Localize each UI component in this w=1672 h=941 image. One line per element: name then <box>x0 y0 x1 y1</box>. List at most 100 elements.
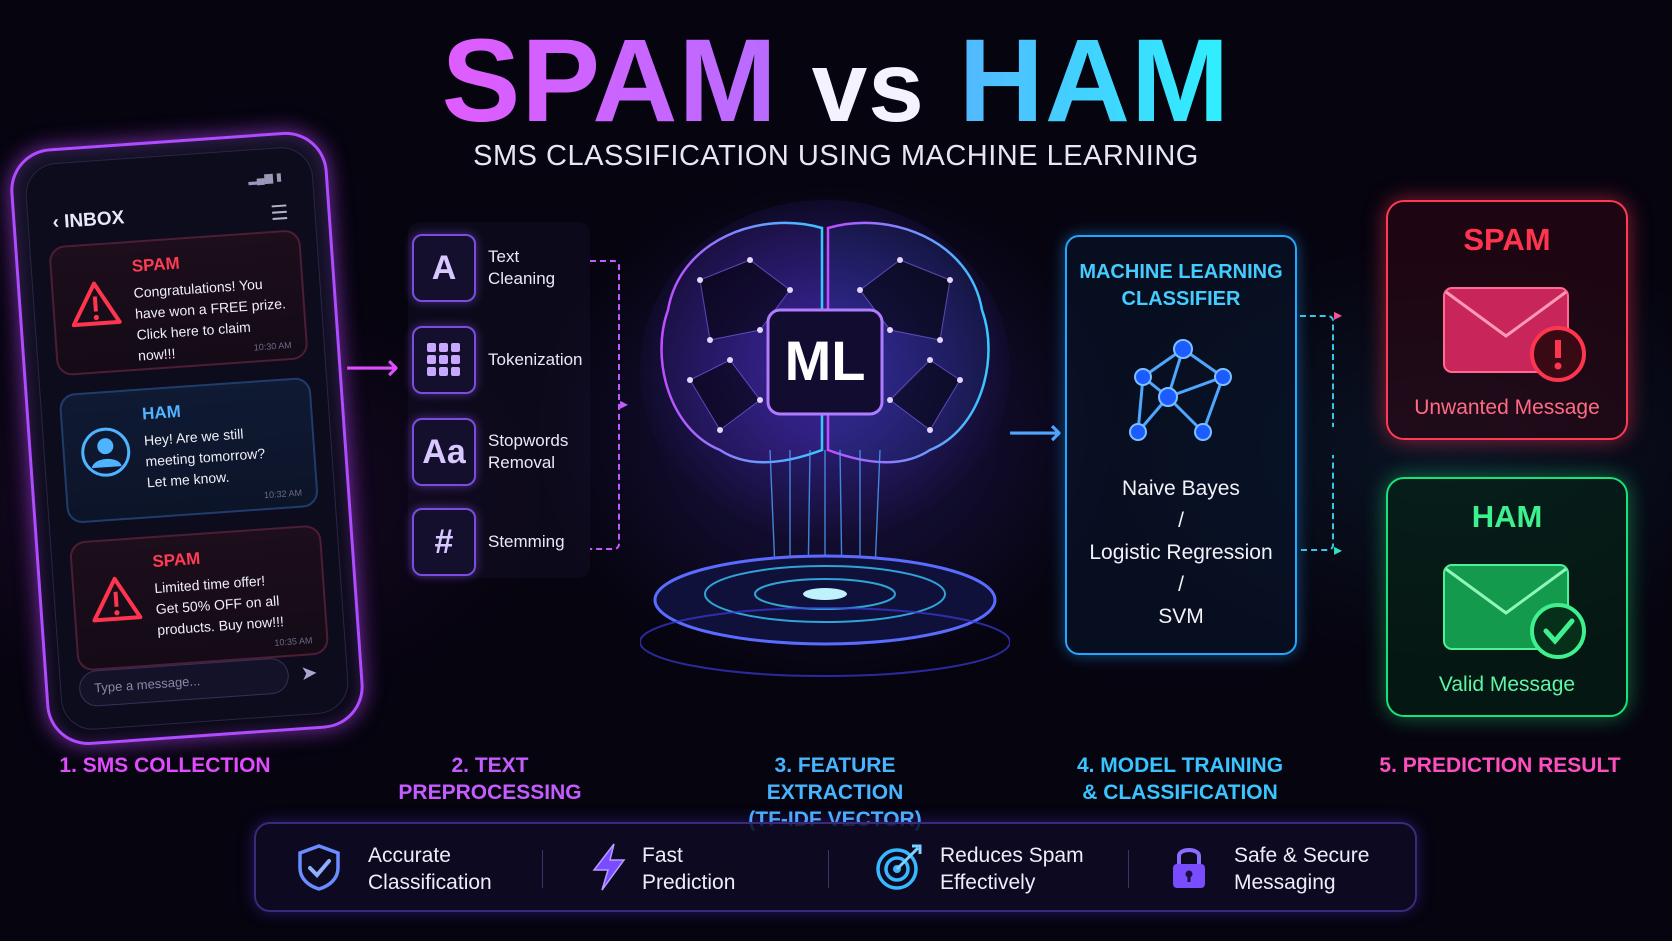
inbox-header[interactable]: ‹ INBOX <box>52 207 125 234</box>
phone-screen: ▂▄▆ ▮ ‹ INBOX ☰ SPAM Congratulations! Yo… <box>23 145 351 732</box>
step-4-label: 4. MODEL TRAINING & CLASSIFICATION <box>1060 752 1300 806</box>
step-3-label: 3. FEATURE EXTRACTION (TF-IDF VECTOR) <box>710 752 960 833</box>
benefit-label: Reduces Spam Effectively <box>940 842 1084 896</box>
ml-brain-illustration: ML <box>640 200 1010 677</box>
menu-icon[interactable]: ☰ <box>269 201 290 226</box>
divider <box>542 850 543 888</box>
warning-icon <box>71 281 122 328</box>
result-spam-card: SPAM Unwanted Message <box>1386 200 1628 440</box>
network-graph-icon <box>1129 339 1232 441</box>
classifier-panel: MACHINE LEARNING CLASSIFIER Naive Bayes … <box>1065 235 1297 655</box>
result-ham-label: Valid Message <box>1438 673 1576 696</box>
inbox-title: INBOX <box>63 207 125 233</box>
pre-step-stopwords: Aa Stopwords Removal <box>412 418 592 490</box>
algorithm-separator: / <box>1178 573 1184 596</box>
title-line: MACHINE LEARNING <box>1079 261 1283 283</box>
stopwords-icon: Aa <box>412 418 476 486</box>
message-text: Limited time offer! Get 50% OFF on all p… <box>154 567 312 641</box>
message-text: Congratulations! You have won a FREE pri… <box>133 272 292 367</box>
label-line: Classification <box>368 871 492 894</box>
message-spam-1[interactable]: SPAM Congratulations! You have won a FRE… <box>48 229 309 377</box>
label-line: Cleaning <box>488 269 556 288</box>
benefit-label: Fast Prediction <box>642 842 735 896</box>
ml-chip-label: ML <box>785 329 866 392</box>
benefit-accurate: Accurate Classification <box>256 824 546 910</box>
arrow-right-icon: ▸ <box>1334 307 1343 324</box>
result-spam-title: SPAM <box>1463 222 1551 257</box>
label-line: Messaging <box>1234 871 1336 894</box>
lock-icon <box>1173 848 1205 888</box>
arrow-right-icon: ▸ <box>620 396 629 413</box>
shield-check-icon <box>298 844 340 891</box>
pre-step-label: Tokenization <box>488 350 583 369</box>
phone-mockup: ▂▄▆ ▮ ‹ INBOX ☰ SPAM Congratulations! Yo… <box>7 129 367 748</box>
divider <box>828 850 829 888</box>
pre-step-text-cleaning: A Text Cleaning <box>412 234 592 306</box>
label-line: Effectively <box>940 871 1036 894</box>
benefits-bar: Accurate Classification Fast Prediction … <box>254 822 1417 912</box>
step-line: 3. FEATURE EXTRACTION <box>766 754 904 804</box>
label-line: Fast <box>642 844 683 867</box>
algorithm-separator: / <box>1178 509 1184 532</box>
text-cleaning-icon: A <box>412 234 476 302</box>
connector-bracket <box>590 260 620 550</box>
classifier-title: MACHINE LEARNING CLASSIFIER <box>1067 259 1295 313</box>
message-text: Hey! Are we still meeting tomorrow? Let … <box>143 420 301 494</box>
connector-to-ham <box>1300 455 1334 551</box>
message-time: 10:35 AM <box>274 635 313 648</box>
label-line: Removal <box>488 453 556 472</box>
envelope-warning-icon <box>1443 287 1586 382</box>
message-ham-1[interactable]: HAM Hey! Are we still meeting tomorrow? … <box>58 376 320 524</box>
result-ham-card: HAM Valid Message <box>1386 477 1628 717</box>
algorithm-naive-bayes: Naive Bayes <box>1122 477 1240 500</box>
result-ham-title: HAM <box>1471 499 1543 534</box>
label-line: Stopwords <box>488 431 569 450</box>
warning-icon <box>92 576 143 623</box>
label-line: Text <box>488 247 520 266</box>
step-2-label: 2. TEXT PREPROCESSING <box>398 754 582 804</box>
algorithm-logistic-regression: Logistic Regression <box>1089 541 1273 564</box>
user-avatar-icon <box>81 427 131 477</box>
subtitle: SMS CLASSIFICATION USING MACHINE LEARNIN… <box>473 140 1199 172</box>
arrow-right-icon: ▸ <box>1334 542 1343 559</box>
pre-step-label: Text Cleaning <box>488 234 555 302</box>
step-line: & CLASSIFICATION <box>1082 781 1278 804</box>
step-1-label: 1. SMS COLLECTION <box>59 754 271 777</box>
message-tag: SPAM <box>151 548 201 572</box>
label-line: Safe & Secure <box>1234 844 1370 867</box>
label-line: Accurate <box>368 844 451 867</box>
algorithm-svm: SVM <box>1158 605 1204 628</box>
benefit-reduces-spam: Reduces Spam Effectively <box>836 824 1126 910</box>
arrow-right-icon: ⟶ <box>345 347 400 389</box>
result-spam-label: Unwanted Message <box>1414 396 1600 419</box>
arrow-right-icon: ⟶ <box>1008 412 1063 454</box>
title-ham: HAM <box>958 15 1231 147</box>
tokenization-icon <box>412 326 476 394</box>
benefit-label: Safe & Secure Messaging <box>1234 842 1369 896</box>
status-bar-icons: ▂▄▆ ▮ <box>247 171 283 186</box>
message-tag: SPAM <box>131 253 181 276</box>
message-tag: HAM <box>141 401 182 424</box>
label-line: Reduces Spam <box>940 844 1084 867</box>
pre-step-label: Stemming <box>488 532 565 551</box>
divider <box>1128 850 1129 888</box>
step-5-label: 5. PREDICTION RESULT <box>1379 754 1621 777</box>
pre-step-stemming: # Stemming <box>412 508 592 580</box>
target-icon <box>876 844 922 890</box>
message-time: 10:32 AM <box>263 487 303 501</box>
stemming-icon: # <box>412 508 476 576</box>
pre-step-tokenization: Tokenization <box>412 326 592 398</box>
label-line: Prediction <box>642 871 736 894</box>
envelope-check-icon <box>1443 564 1586 659</box>
benefit-secure: Safe & Secure Messaging <box>1126 824 1416 910</box>
lightning-icon <box>592 843 626 891</box>
connector-to-spam <box>1300 315 1334 427</box>
title-vs: vs <box>811 31 925 143</box>
pre-step-label: Stopwords Removal <box>488 418 568 486</box>
send-icon[interactable]: ➤ <box>299 661 319 686</box>
benefit-fast: Fast Prediction <box>546 824 836 910</box>
benefit-label: Accurate Classification <box>368 842 492 896</box>
message-spam-2[interactable]: SPAM Limited time offer! Get 50% OFF on … <box>68 524 330 672</box>
title-line: CLASSIFIER <box>1121 288 1241 310</box>
title-spam: SPAM <box>441 15 778 147</box>
